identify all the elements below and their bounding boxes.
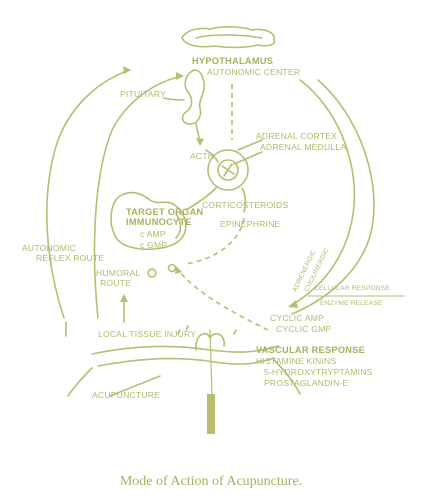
humoral-label: HUMORAL (96, 268, 140, 278)
corticosteroids-line (185, 187, 217, 211)
adrenal-medulla-label: ADRENAL MEDULLA (260, 142, 346, 152)
vascular-response-label: VASCULAR RESPONSE (256, 345, 365, 355)
humoral-dashed-line (177, 269, 269, 331)
route-label: ROUTE (100, 278, 131, 288)
pituitary-shape (181, 69, 206, 125)
enzyme-release-label: ENZYME RELEASE (320, 300, 383, 307)
cellular-response-label: CELLULAR RESPONSE (314, 285, 390, 292)
hypothalamus-fold (195, 34, 263, 39)
tissue-curve-3 (273, 359, 301, 395)
adrenal-medulla-line (233, 151, 263, 165)
needle-handle (207, 394, 215, 434)
adrenal-cortex-label: ADRENAL CORTEX (256, 131, 337, 141)
arrowhead (196, 138, 204, 146)
epinephrine-line (241, 187, 247, 213)
prostaglandin-label: PROSTAGLANDIN-E (264, 378, 349, 388)
hydroxytryptamins-label: 5-HYDROXYTRYPTAMINS (264, 367, 373, 377)
acupuncture-label: ACUPUNCTURE (92, 390, 160, 400)
histamine-kinins-label: HISTAMINE KININS (256, 356, 336, 366)
injury-dots (177, 325, 237, 335)
adrenergic-line (289, 79, 356, 307)
target-organ-shape (110, 191, 187, 251)
autonomic-center-label: AUTONOMIC CENTER (207, 67, 300, 77)
skin-surface (91, 345, 279, 355)
acupuncture-line (109, 375, 161, 397)
autonomic-reflex-line (46, 69, 131, 319)
pituitary-line (163, 97, 185, 101)
arrowhead (176, 72, 184, 80)
caption: Mode of Action of Acupuncture. (120, 474, 302, 489)
cyclic-gmp-label: CYCLIC GMP (276, 324, 332, 334)
cell-icon (147, 268, 157, 278)
autonomic-label: AUTONOMIC (22, 243, 76, 253)
cgmp-label: c GMP (140, 240, 167, 250)
target-organ-label: TARGET ORGAN (126, 207, 204, 217)
arrowhead (123, 66, 131, 74)
epinephrine-label: EPINEPHRINE (220, 219, 281, 229)
acth-label: ACTH (190, 151, 214, 161)
camp-label: c AMP (140, 229, 166, 239)
adrenal-outer (207, 149, 249, 191)
cell-icon (167, 263, 177, 273)
corticosteroids-label: CORTICOSTEROIDS (202, 200, 288, 210)
pituitary-label: PITUITARY (120, 89, 166, 99)
hypothalamus-label: HYPOTHALAMUS (192, 56, 273, 66)
cyclic-amp-label: CYCLIC AMP (270, 313, 324, 323)
hypothalamus-shape (181, 26, 276, 49)
immunocyte-label: IMMUNOCYTE (126, 217, 192, 227)
target-organ-inner (175, 213, 182, 239)
arrowhead (175, 266, 182, 274)
adrenal-cortex-line (237, 139, 263, 151)
arrowhead (288, 300, 298, 308)
arrowhead (120, 294, 128, 302)
local-tissue-injury-label: LOCAL TISSUE INJURY (98, 329, 196, 339)
reflex-route-label: REFLEX ROUTE (36, 253, 104, 263)
skin-surface-2 (97, 357, 275, 367)
needle-shaft (209, 329, 213, 395)
tissue-curve-2 (67, 367, 93, 397)
adrenal-detail (221, 163, 235, 177)
adrenal-inner (217, 159, 239, 181)
humoral-route-line (93, 75, 183, 319)
cholinergic-line (291, 79, 375, 315)
